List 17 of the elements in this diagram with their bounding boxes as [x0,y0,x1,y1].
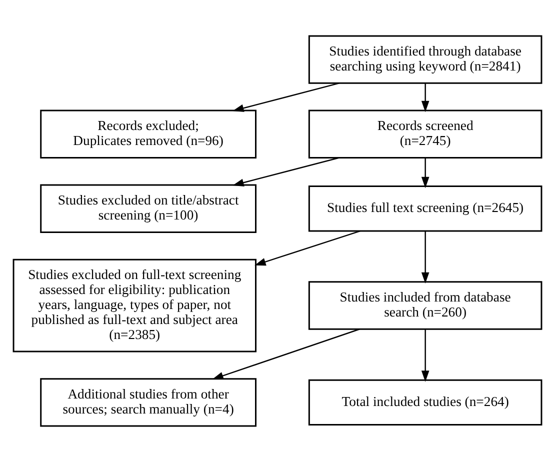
arrow [421,82,430,112]
arrow [421,230,430,284]
arrow [232,156,340,186]
arrow [232,82,340,112]
node-box: Records excluded; Duplicates removed (n=96) [40,109,256,158]
node-box: Records screened (n=2745) [308,109,542,158]
node-box: Studies full text screening (n=2645) [308,185,542,232]
arrow [212,328,360,380]
arrow [421,157,430,188]
arrow [421,328,430,382]
node-box: Studies identified through database searching using keyword (n=2841) [308,34,542,84]
node-box: Studies excluded on full-text screening assessed for eligibility: publication years, language, types of paper, not published as full-text and subject area (n=2385) [12,258,256,352]
arrow [254,230,360,266]
node-box: Studies excluded on title/abstract screening (n=100) [40,184,256,232]
node-box: Studies included from database search (n=260) [308,280,542,330]
node-box: Total included studies (n=264) [308,378,542,426]
node-box: Additional studies from other sources; search manually (n=4) [40,378,256,426]
